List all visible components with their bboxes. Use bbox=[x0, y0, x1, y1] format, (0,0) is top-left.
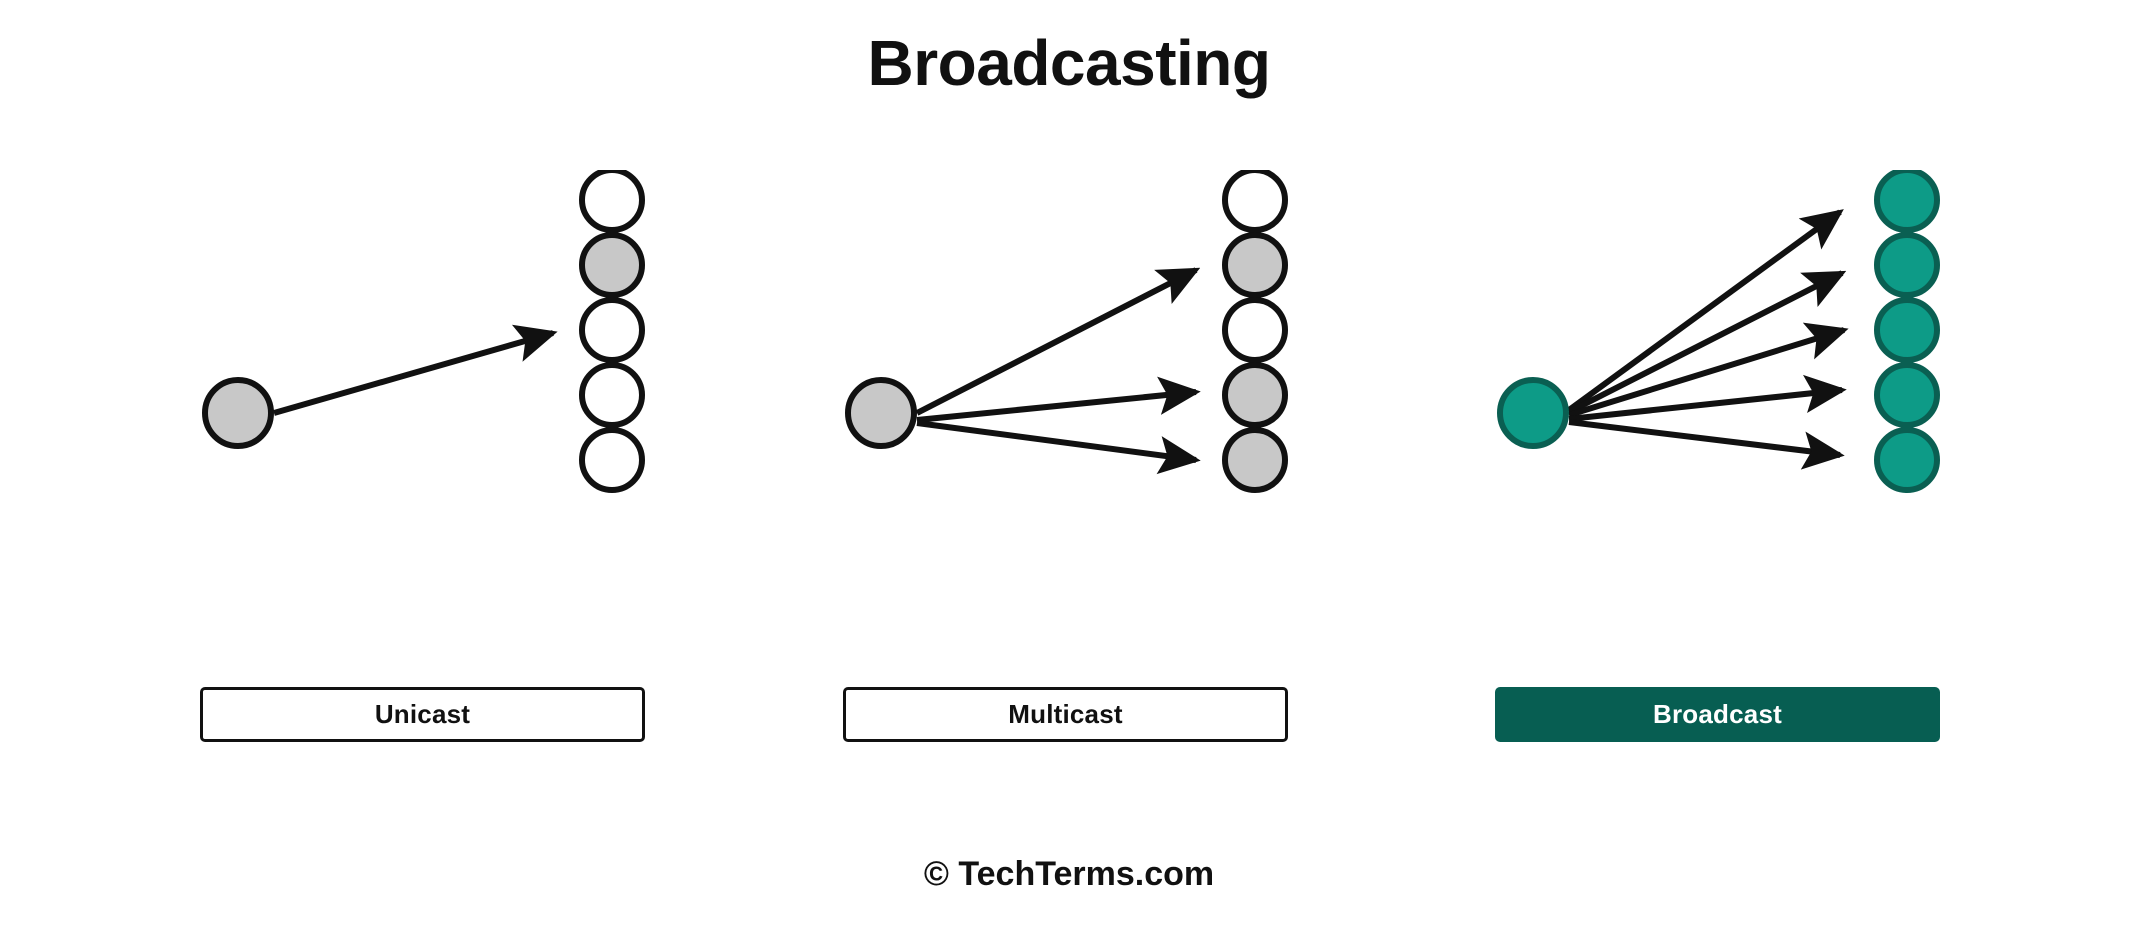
unicast-arrow-group bbox=[273, 324, 558, 416]
arrow-to-node-4 bbox=[1568, 374, 1847, 422]
source-node[interactable] bbox=[202, 377, 274, 449]
arrow-to-node-4 bbox=[916, 376, 1201, 423]
panel-multicast: Multicast bbox=[818, 170, 1338, 770]
multicast-diagram bbox=[845, 170, 1288, 493]
target-node-1[interactable] bbox=[1222, 170, 1288, 233]
multicast-arrow-group bbox=[915, 267, 1201, 475]
target-node-5[interactable] bbox=[579, 427, 645, 493]
target-node-column bbox=[1874, 170, 1940, 493]
target-node-2[interactable] bbox=[1874, 232, 1940, 298]
target-node-1[interactable] bbox=[1874, 170, 1940, 233]
label-text-broadcast: Broadcast bbox=[1653, 699, 1782, 729]
unicast-diagram bbox=[202, 170, 645, 493]
panel-broadcast: Broadcast bbox=[1470, 170, 1990, 770]
arrow-to-node-3 bbox=[1568, 322, 1849, 418]
arrow-to-node-5 bbox=[1568, 419, 1845, 470]
target-node-2[interactable] bbox=[579, 232, 645, 298]
arrow-to-node-5 bbox=[916, 420, 1201, 475]
target-node-4[interactable] bbox=[1222, 362, 1288, 428]
arrow-to-node-1 bbox=[1567, 209, 1844, 413]
target-node-5[interactable] bbox=[1874, 427, 1940, 493]
target-node-column bbox=[579, 170, 645, 493]
target-node-4[interactable] bbox=[579, 362, 645, 428]
broadcast-diagram bbox=[1497, 170, 1940, 493]
target-node-2[interactable] bbox=[1222, 232, 1288, 298]
target-node-column bbox=[1222, 170, 1288, 493]
target-node-1[interactable] bbox=[579, 170, 645, 233]
copyright-credit: © TechTerms.com bbox=[923, 855, 1215, 893]
label-text-multicast: Multicast bbox=[1008, 699, 1123, 729]
source-node[interactable] bbox=[845, 377, 917, 449]
arrow-to-node-2 bbox=[273, 324, 558, 416]
target-node-3[interactable] bbox=[1222, 297, 1288, 363]
arrow-to-node-2 bbox=[1567, 270, 1847, 415]
target-node-5[interactable] bbox=[1222, 427, 1288, 493]
target-node-3[interactable] bbox=[1874, 297, 1940, 363]
label-box-unicast[interactable]: Unicast bbox=[200, 687, 645, 742]
label-text-unicast: Unicast bbox=[374, 699, 471, 729]
target-node-4[interactable] bbox=[1874, 362, 1940, 428]
page-title: Broadcasting bbox=[867, 27, 1271, 99]
arrow-to-node-2 bbox=[915, 267, 1201, 416]
label-box-multicast[interactable]: Multicast bbox=[843, 687, 1288, 742]
source-node[interactable] bbox=[1497, 377, 1569, 449]
target-node-3[interactable] bbox=[579, 297, 645, 363]
broadcast-arrow-group bbox=[1567, 209, 1849, 470]
panel-unicast: Unicast bbox=[175, 170, 695, 770]
label-box-broadcast[interactable]: Broadcast bbox=[1495, 687, 1940, 742]
